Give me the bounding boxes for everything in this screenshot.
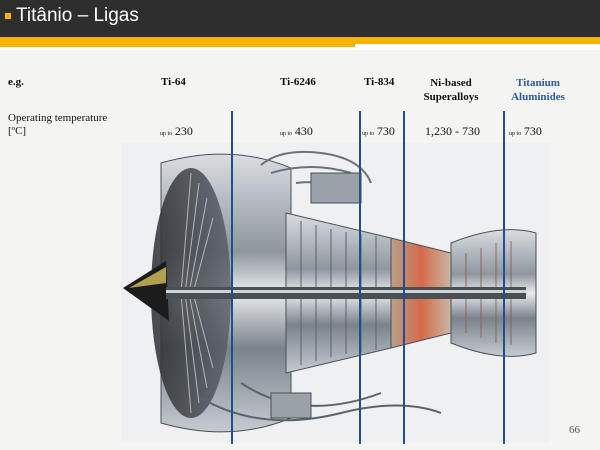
temp-value-ti6246: up to 430 [280,124,313,139]
temp-number: 230 [174,124,193,138]
column-header-tial-line2: Aluminides [511,91,565,103]
divider-line-1 [231,111,233,444]
column-header-ti6246: Ti-6246 [280,76,316,88]
jet-engine-cutaway-image [121,143,550,443]
row-label-temp-line2: [ºC] [8,125,27,137]
column-header-tial-line1: Titanium [516,77,560,89]
accent-stripe-gap [355,44,600,50]
temp-value-ti64: up to 230 [160,124,193,139]
column-header-ni-line1: Ni-based [430,77,472,89]
row-label-operating-temperature: Operating temperature [ºC] [8,112,107,138]
temp-prefix: up to [160,131,173,137]
temp-value-titanium-aluminides: up to 730 [509,124,542,139]
slide-title: Titânio – Ligas [16,5,139,26]
divider-line-2 [359,111,361,444]
column-header-ti834: Ti-834 [364,76,395,88]
column-header-ni-superalloys: Ni-based Superalloys [413,76,489,104]
temp-prefix: up to [280,131,293,137]
column-header-titanium-aluminides: Titanium Aluminides [502,76,574,104]
temp-number: 1,230 - 730 [425,124,480,138]
divider-line-4 [503,111,505,444]
temp-number: 730 [523,124,542,138]
accent-stripe [0,37,600,47]
column-header-ti64: Ti-64 [161,76,186,88]
page-number: 66 [569,424,580,436]
slide-title-bar: Titânio – Ligas [0,0,600,37]
row-label-temp-line1: Operating temperature [8,112,108,124]
temp-value-ti834: up to 730 [362,124,395,139]
bullet-square-icon [5,13,11,19]
row-label-eg: e.g. [8,76,24,88]
divider-line-3 [403,111,405,444]
column-header-ni-line2: Superalloys [423,91,479,103]
temp-prefix: up to [509,131,522,137]
temp-number: 730 [376,124,395,138]
temp-prefix: up to [362,131,375,137]
temp-value-ni-superalloys: 1,230 - 730 [425,124,480,139]
temp-number: 430 [294,124,313,138]
